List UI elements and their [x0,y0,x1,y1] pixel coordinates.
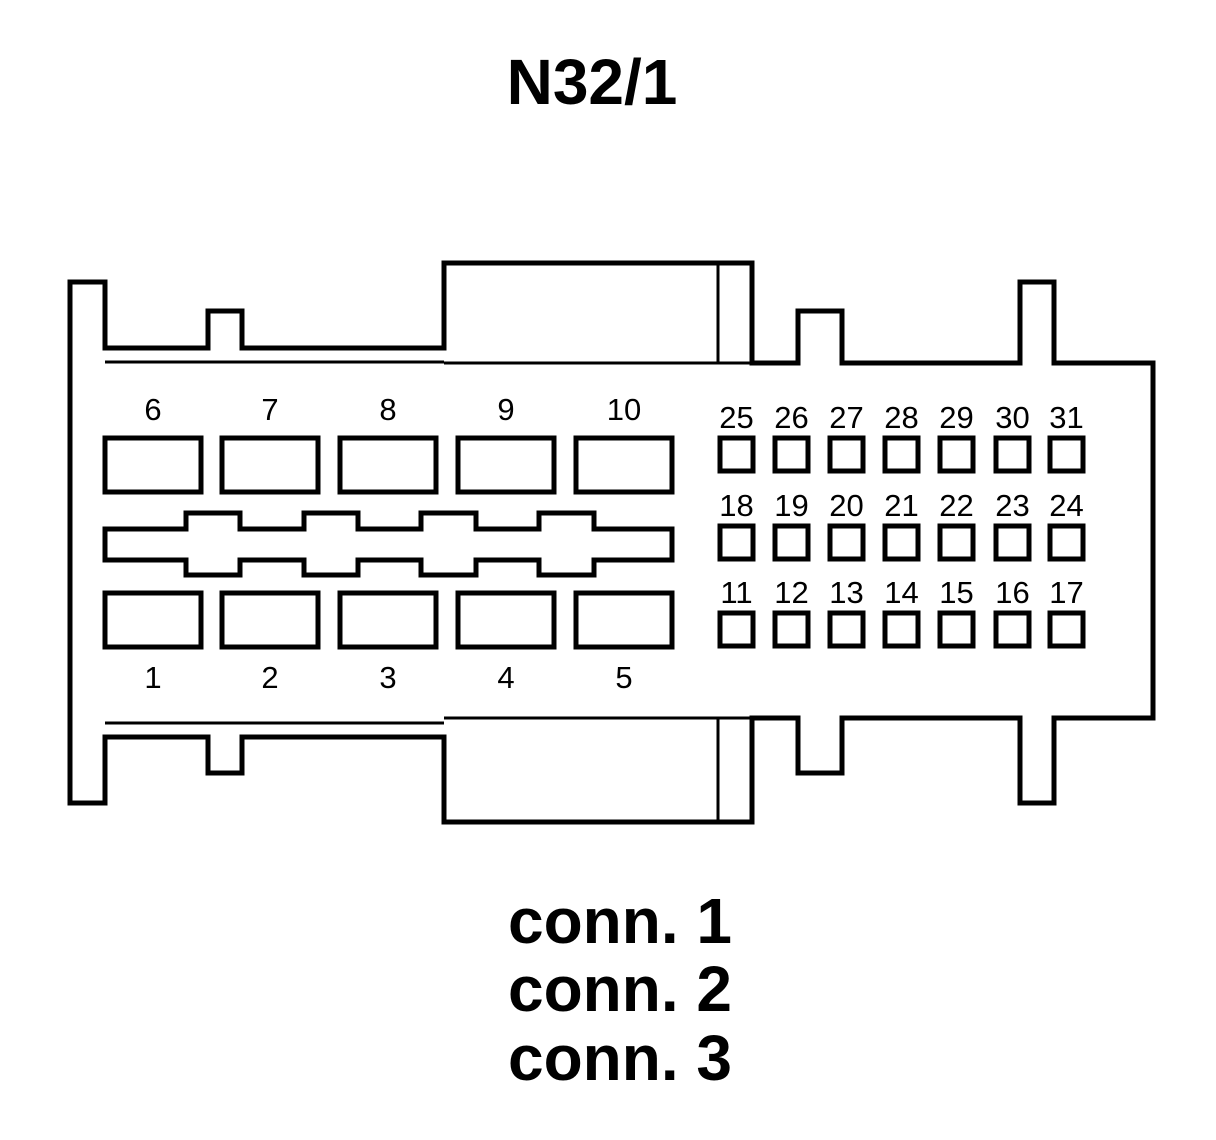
small-pin-24 [1047,523,1086,562]
small-pin-label-20: 20 [829,488,863,523]
small-pin-label-28: 28 [884,400,918,435]
large-pin-4 [455,590,557,650]
large-pin-5 [573,590,675,650]
large-pins-bottom-row: 1 2 3 4 5 [102,590,675,695]
small-pin-label-26: 26 [774,400,808,435]
large-pin-8 [337,435,439,495]
small-pin-label-25: 25 [719,400,753,435]
small-pin-27 [827,435,866,474]
large-pin-3 [337,590,439,650]
large-pin-label-2: 2 [261,660,278,695]
small-pin-label-14: 14 [884,575,918,610]
small-pin-30 [993,435,1032,474]
diagram-title: N32/1 [507,46,678,118]
large-pin-label-1: 1 [144,660,161,695]
small-pin-label-22: 22 [939,488,973,523]
small-pin-14 [882,610,921,649]
large-pin-label-5: 5 [615,660,632,695]
small-pin-label-13: 13 [829,575,863,610]
small-pin-label-18: 18 [719,488,753,523]
large-pin-label-7: 7 [261,392,278,427]
small-pin-31 [1047,435,1086,474]
small-pin-label-15: 15 [939,575,973,610]
small-pin-label-29: 29 [939,400,973,435]
large-pin-10 [573,435,675,495]
small-pin-26 [772,435,811,474]
small-pin-11 [717,610,756,649]
center-key-rib [102,510,675,578]
large-pin-label-10: 10 [607,392,641,427]
large-pin-6 [102,435,204,495]
small-pin-18 [717,523,756,562]
large-pin-label-6: 6 [144,392,161,427]
small-pin-25 [717,435,756,474]
large-pins-top-row: 6 7 8 9 10 [102,392,675,495]
large-pin-label-3: 3 [379,660,396,695]
small-pin-label-17: 17 [1049,575,1083,610]
connector-label-3: conn. 3 [508,1022,732,1094]
small-pin-label-19: 19 [774,488,808,523]
small-pin-label-16: 16 [995,575,1029,610]
small-pin-28 [882,435,921,474]
large-pin-label-4: 4 [497,660,514,695]
small-pin-label-31: 31 [1049,400,1083,435]
connector-label-2: conn. 2 [508,953,732,1025]
small-pins-grid: 25 26 27 28 29 30 31 18 19 20 21 22 23 24 11 12 13 14 15 16… [717,400,1086,649]
small-pin-19 [772,523,811,562]
small-pin-label-11: 11 [720,575,752,610]
large-pin-label-9: 9 [497,392,514,427]
small-pin-21 [882,523,921,562]
small-pin-label-23: 23 [995,488,1029,523]
small-pin-22 [937,523,976,562]
small-pin-12 [772,610,811,649]
small-pin-23 [993,523,1032,562]
small-pin-label-27: 27 [829,400,863,435]
large-pin-7 [219,435,321,495]
small-pin-15 [937,610,976,649]
small-pin-29 [937,435,976,474]
large-pin-label-8: 8 [379,392,396,427]
large-pin-1 [102,590,204,650]
connector-housing [67,260,1156,825]
small-pin-label-30: 30 [995,400,1029,435]
small-pin-label-24: 24 [1049,488,1083,523]
small-pin-13 [827,610,866,649]
small-pin-20 [827,523,866,562]
small-pin-17 [1047,610,1086,649]
small-pin-16 [993,610,1032,649]
small-pin-label-12: 12 [774,575,808,610]
large-pin-9 [455,435,557,495]
small-pin-label-21: 21 [884,488,918,523]
large-pin-2 [219,590,321,650]
connector-label-1: conn. 1 [508,885,732,957]
